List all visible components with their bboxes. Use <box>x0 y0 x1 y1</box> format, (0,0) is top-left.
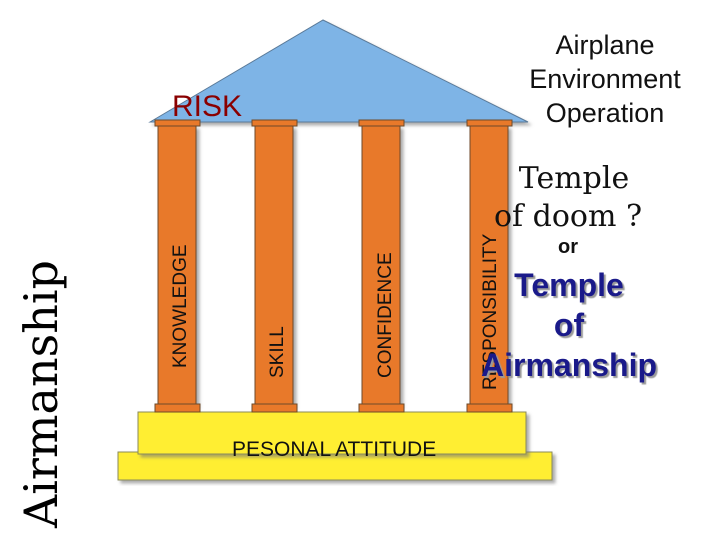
pillar-label-knowledge: KNOWLEDGE <box>170 244 191 368</box>
pillar-knowledge <box>154 119 201 413</box>
side-label: Airmanship <box>14 260 68 528</box>
roof <box>148 19 529 123</box>
factors-list: Airplane Environment Operation <box>505 28 705 130</box>
airmanship-line-1: Temple <box>514 267 624 303</box>
doom-line-1: Temple <box>518 161 630 196</box>
pillar-confidence <box>358 119 405 413</box>
factor-item: Environment <box>529 64 681 94</box>
pillar-skill <box>251 119 298 413</box>
factor-item: Operation <box>545 98 665 128</box>
pillar-label-skill: SKILL <box>267 326 288 378</box>
doom-line-2: of doom ? <box>493 199 643 234</box>
pillar-label-responsibility: RESPONSIBILITY <box>480 233 501 390</box>
base-lower-step <box>117 451 553 481</box>
roof-label: RISK <box>172 90 242 123</box>
airmanship-question: Temple of Airmanship <box>464 265 674 385</box>
or-connector: or <box>558 236 578 258</box>
pillar-responsibility <box>466 119 513 413</box>
doom-question: Temple of doom ? <box>458 160 678 236</box>
factor-item: Airplane <box>555 30 655 60</box>
airmanship-line-2: of <box>553 307 585 343</box>
base-label: PESONAL ATTITUDE <box>232 438 436 461</box>
pillar-label-confidence: CONFIDENCE <box>375 252 396 378</box>
airmanship-line-3: Airmanship <box>480 347 658 383</box>
base-upper-step <box>137 411 527 455</box>
